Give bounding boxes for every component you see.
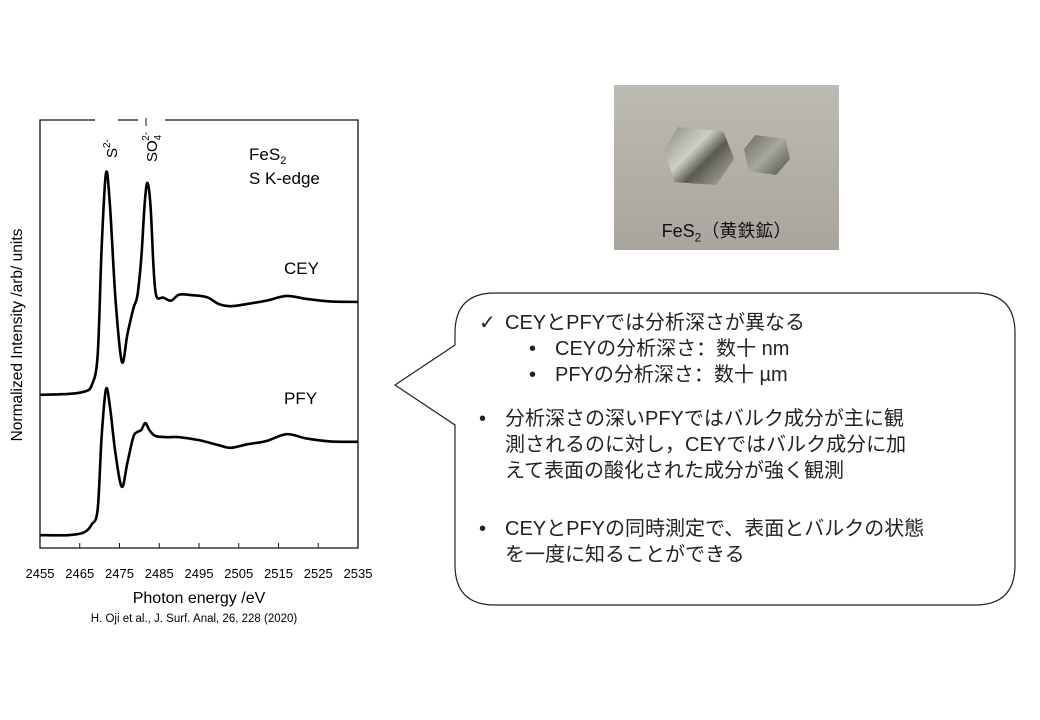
series-label-cey: CEY <box>284 259 319 278</box>
x-tick-label: 2515 <box>264 566 293 581</box>
crystal-large <box>664 127 734 185</box>
sub-item-text: PFYの分析深さ：数十 µm <box>555 364 788 386</box>
peak-label-s2: S2- <box>102 139 121 158</box>
x-tick-label: 2465 <box>65 566 94 581</box>
x-tick-label: 2455 <box>26 566 55 581</box>
bullet-icon: • <box>529 338 537 360</box>
citation: H. Oji et al., J. Surf. Anal, 26, 228 (2… <box>91 613 298 625</box>
svg-text:SO42-: SO42- <box>141 132 164 162</box>
bullet-item: • CEYとPFYの同時測定で、表面とバルクの状態 を一度に知ることができる <box>475 516 1005 568</box>
series-line-pfy <box>39 386 359 537</box>
edge-label: S K-edge <box>249 169 320 188</box>
bullet-icon: • <box>479 518 487 540</box>
check-item-text: CEYとPFYでは分析深さが異なる <box>505 312 806 334</box>
check-item: ✓ CEYとPFYでは分析深さが異なる <box>475 310 1005 336</box>
sample-title: FeS2 <box>249 145 286 167</box>
svg-text:S2-: S2- <box>102 139 121 158</box>
x-tick-label: 2475 <box>105 566 134 581</box>
sub-item: • PFYの分析深さ：数十 µm <box>475 362 1005 388</box>
bullet-line: を一度に知ることができる <box>505 544 745 566</box>
bullet-line: CEYとPFYの同時測定で、表面とバルクの状態 <box>505 518 925 540</box>
bullet-icon: • <box>529 364 537 386</box>
sub-item-text: CEYの分析深さ：数十 nm <box>555 338 790 360</box>
photo-caption: FeS2（黄鉄鉱） <box>661 221 792 245</box>
crystal-small <box>744 135 790 175</box>
pyrite-photo: FeS2（黄鉄鉱） <box>614 85 839 250</box>
x-tick-label: 2495 <box>185 566 214 581</box>
series-label-pfy: PFY <box>284 389 317 408</box>
bullet-item: • 分析深さの深いPFYではバルク成分が主に観 測されるのに対し，CEYではバル… <box>475 406 1005 484</box>
bullet-line: 測されるのに対し，CEYではバルク成分に加 <box>505 434 907 456</box>
x-tick-label: 2525 <box>304 566 333 581</box>
series-line-cey <box>39 170 359 397</box>
x-tick-label: 2505 <box>224 566 253 581</box>
bullet-icon: • <box>479 408 487 430</box>
x-tick-label: 2485 <box>145 566 174 581</box>
x-tick-label: 2535 <box>344 566 373 581</box>
bullet-line: えて表面の酸化された成分が強く観測 <box>505 460 844 482</box>
y-axis-label: Normalized Intensity /arb/ units <box>9 228 26 441</box>
check-icon: ✓ <box>479 312 496 334</box>
sub-item: • CEYの分析深さ：数十 nm <box>475 336 1005 362</box>
x-axis-label: Photon energy /eV <box>133 590 266 607</box>
callout-text: ✓ CEYとPFYでは分析深さが異なる • CEYの分析深さ：数十 nm • P… <box>475 310 1005 568</box>
xanes-chart: 2455 2465 2475 2485 2495 2505 2515 2525 2535 Nor… <box>9 118 373 625</box>
bullet-line: 分析深さの深いPFYではバルク成分が主に観 <box>505 408 904 430</box>
peak-label-so4: SO42- <box>141 132 164 162</box>
